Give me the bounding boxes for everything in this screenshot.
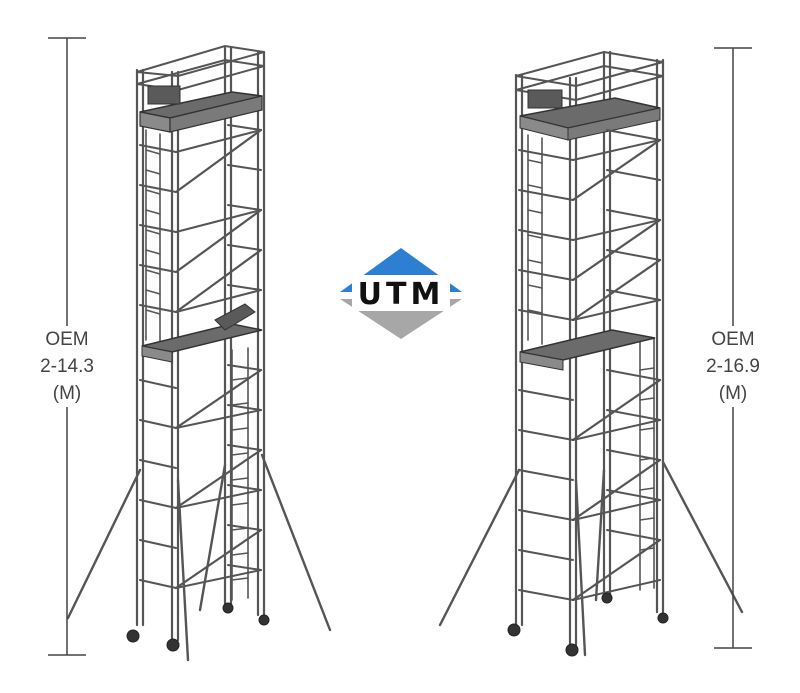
- right-castor-wheels: [507, 592, 669, 657]
- right-height-label: OEM 2-16.9 (M): [688, 326, 778, 407]
- left-height-label: OEM 2-14.3 (M): [22, 326, 112, 407]
- left-diagonal-braces: [174, 128, 263, 590]
- right-middle-deck: [519, 329, 656, 371]
- left-outriggers: [66, 453, 332, 662]
- left-label-line1: OEM: [45, 329, 89, 350]
- left-scaffold-tower: [66, 44, 332, 662]
- right-frame-rungs: [518, 149, 574, 601]
- right-label-line3: (M): [718, 383, 748, 404]
- utm-logo: UTM: [340, 248, 462, 339]
- left-top-deck: [139, 85, 263, 133]
- left-middle-deck: [141, 303, 263, 363]
- right-horizontal-braces: [572, 139, 661, 601]
- left-label-line3: (M): [52, 383, 82, 404]
- right-outriggers: [438, 460, 744, 657]
- right-label-line1: OEM: [711, 329, 755, 350]
- right-label-line2: 2-16.9: [706, 356, 760, 377]
- left-internal-ladder: [145, 129, 249, 601]
- logo-text-band: [352, 275, 450, 311]
- left-guard-rail: [136, 44, 265, 92]
- right-uprights: [514, 50, 665, 647]
- logo-text: UTM: [358, 277, 445, 312]
- right-top-deck: [519, 89, 661, 141]
- left-rear-rungs: [227, 124, 262, 571]
- right-scaffold-tower: [438, 50, 744, 657]
- right-internal-ladder: [527, 134, 655, 591]
- left-horizontal-braces: [175, 129, 262, 589]
- left-label-line2: 2-14.3: [40, 356, 94, 377]
- left-castor-wheels: [126, 602, 270, 652]
